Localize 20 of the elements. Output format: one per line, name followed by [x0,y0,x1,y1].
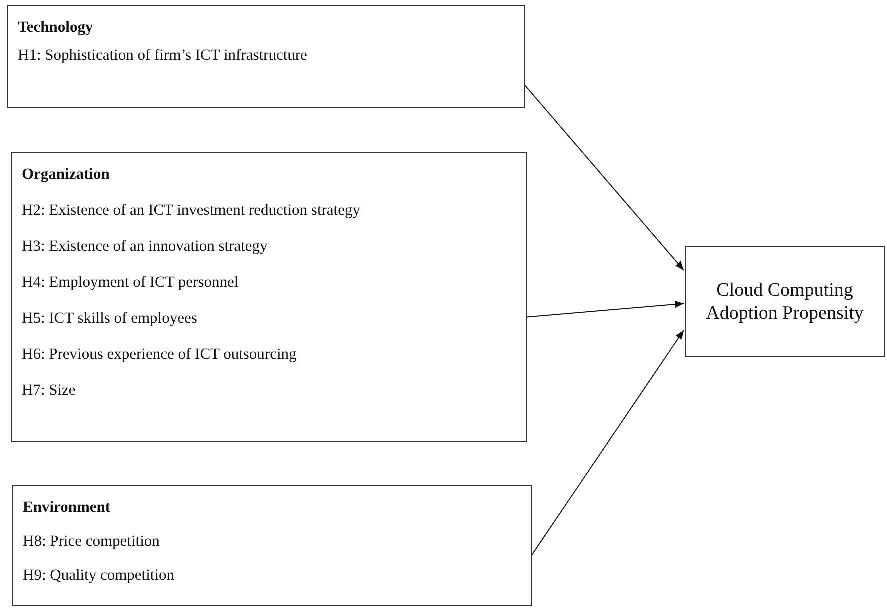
hypothesis-text: H9: Quality competition [23,566,175,586]
hypothesis-text: H1: Sophistication of firm’s ICT infrastructure [18,46,308,66]
outcome-box [685,246,885,357]
box-heading: Organization [22,165,110,185]
box-heading: Environment [23,498,111,518]
hypothesis-text: H4: Employment of ICT personnel [22,273,239,293]
hypothesis-text: H6: Previous experience of ICT outsourcing [22,345,297,365]
factor-box [7,5,525,108]
factor-box [11,152,527,442]
arrow [524,84,684,271]
hypothesis-text: H8: Price competition [23,532,160,552]
factor-box [12,485,532,606]
hypothesis-text: H7: Size [22,381,76,401]
hypothesis-text: H2: Existence of an ICT investment reduction strategy [22,201,360,221]
box-heading: Technology [18,18,94,38]
hypothesis-text: H5: ICT skills of employees [22,309,198,329]
arrow [526,300,684,318]
arrow [532,330,684,556]
hypothesis-text: H3: Existence of an innovation strategy [22,237,268,257]
box-label: Cloud Computing Adoption Propensity [705,278,865,324]
